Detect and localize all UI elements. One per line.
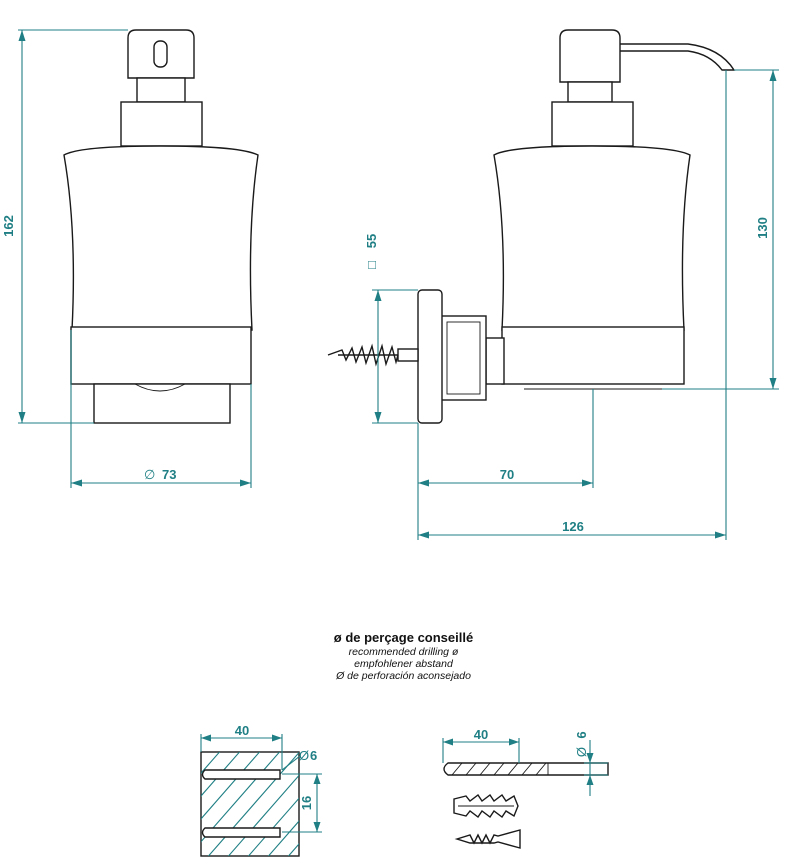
support-arm: [485, 337, 505, 385]
projection-arrow-right: [582, 479, 593, 487]
pump-head-side: [559, 29, 621, 83]
diameter-arrow-right: [240, 479, 251, 487]
plate-arrow-bottom: [374, 412, 382, 423]
square-symbol: □: [364, 261, 379, 269]
glass-body: [63, 145, 259, 331]
base-ring: [70, 326, 252, 385]
glass-body-side: [493, 145, 691, 331]
drilling-caption-es: Ø de perforación aconsejado: [336, 670, 471, 682]
plate-square-label: 55: [364, 234, 379, 248]
projection-arrow-left: [418, 479, 429, 487]
drilling-caption-de: empfohlener abstand: [354, 658, 453, 670]
wood-screw: [454, 829, 521, 849]
hole-diameter-symbol: Ø: [299, 748, 309, 763]
depth-arrow-right: [715, 531, 726, 539]
pump-collar-top: [136, 77, 186, 103]
hole-leader: [281, 755, 301, 771]
wall-screw: [327, 343, 419, 367]
drill-depth-arrow-right: [509, 738, 519, 746]
pump-neck: [120, 101, 203, 147]
screw-head: [397, 348, 419, 362]
drill-width-arrow-right: [272, 734, 282, 742]
drilling-caption-en: recommended drilling ø: [348, 646, 459, 658]
diameter-symbol: ∅: [144, 467, 155, 482]
spacing-arrow-top: [313, 774, 321, 784]
plate-arrow-top: [374, 290, 382, 301]
mount-hub: [440, 315, 487, 401]
pump-button-slot: [153, 40, 168, 68]
diameter-arrow-left: [71, 479, 82, 487]
pump-neck-side: [551, 101, 634, 147]
screw-thread: [327, 343, 399, 367]
drill-flutes: [451, 762, 547, 776]
base-ring-side: [501, 326, 685, 385]
spout-arrow-bottom: [769, 378, 777, 389]
wall-holder: [93, 383, 231, 424]
bit-dia-symbol: Ø: [574, 747, 589, 757]
drill-bit-diameter-label: 6: [574, 731, 589, 738]
bit-dia-arrow-bottom: [586, 775, 594, 785]
mount-hub-inner: [446, 321, 481, 395]
drill-hole-bottom: [201, 827, 281, 838]
front-view: 162 ∅ 73: [1, 29, 259, 488]
pump-spout: [620, 43, 736, 71]
drill-width-label: 40: [235, 723, 249, 738]
hole-spacing-label: 16: [299, 796, 314, 810]
depth-arrow-left: [418, 531, 429, 539]
drill-and-fixings: 40 Ø 6: [442, 727, 609, 849]
spacing-arrow-bottom: [313, 822, 321, 832]
drilling-detail: 40 Ø 6 16: [200, 723, 322, 857]
drill-hole-top: [201, 769, 281, 780]
spout-arrow-top: [769, 70, 777, 81]
height-total-label: 162: [1, 215, 16, 237]
wall-plate: [417, 289, 443, 424]
holder-curve: [134, 383, 186, 392]
height-arrow-top: [18, 30, 26, 41]
bit-dia-arrow-top: [586, 753, 594, 763]
drilling-caption-title: ø de perçage conseillé: [333, 630, 474, 645]
drill-depth-label: 40: [474, 727, 488, 742]
spout-height-label: 130: [755, 217, 770, 239]
pump-collar-side: [567, 81, 613, 103]
height-arrow-bottom: [18, 412, 26, 423]
drill-depth-arrow-left: [443, 738, 453, 746]
drill-width-arrow-left: [201, 734, 211, 742]
hole-diameter-label: 6: [310, 748, 317, 763]
total-depth-label: 126: [562, 519, 584, 534]
body-diameter-label: 73: [162, 467, 176, 482]
wall-projection-label: 70: [500, 467, 514, 482]
side-view: □ 55 130 70 126: [327, 29, 779, 540]
drill-bit: [443, 762, 609, 776]
